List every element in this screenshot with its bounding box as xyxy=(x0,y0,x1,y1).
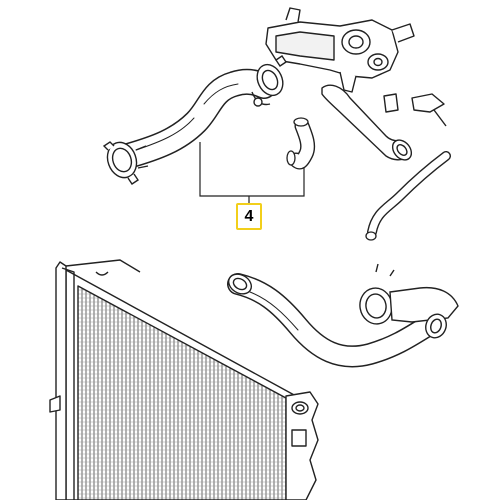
part-number-label: 4 xyxy=(244,207,254,225)
thin-bypass-hose xyxy=(365,151,451,241)
part-callout-4: 4 xyxy=(236,203,262,230)
small-elbow-hose xyxy=(286,117,316,170)
thermostat-housing xyxy=(265,7,415,93)
callout-leader xyxy=(199,142,305,204)
lower-hose-end-left xyxy=(227,273,253,295)
connector-pipe xyxy=(321,84,447,161)
upper-hose-clamp-left xyxy=(102,141,149,185)
lower-hose-clamp-right xyxy=(359,263,459,339)
radiator xyxy=(49,259,319,500)
upper-radiator-hose xyxy=(115,68,277,169)
upper-hose-clamp-right xyxy=(251,55,287,107)
lower-radiator-hose xyxy=(227,273,445,368)
